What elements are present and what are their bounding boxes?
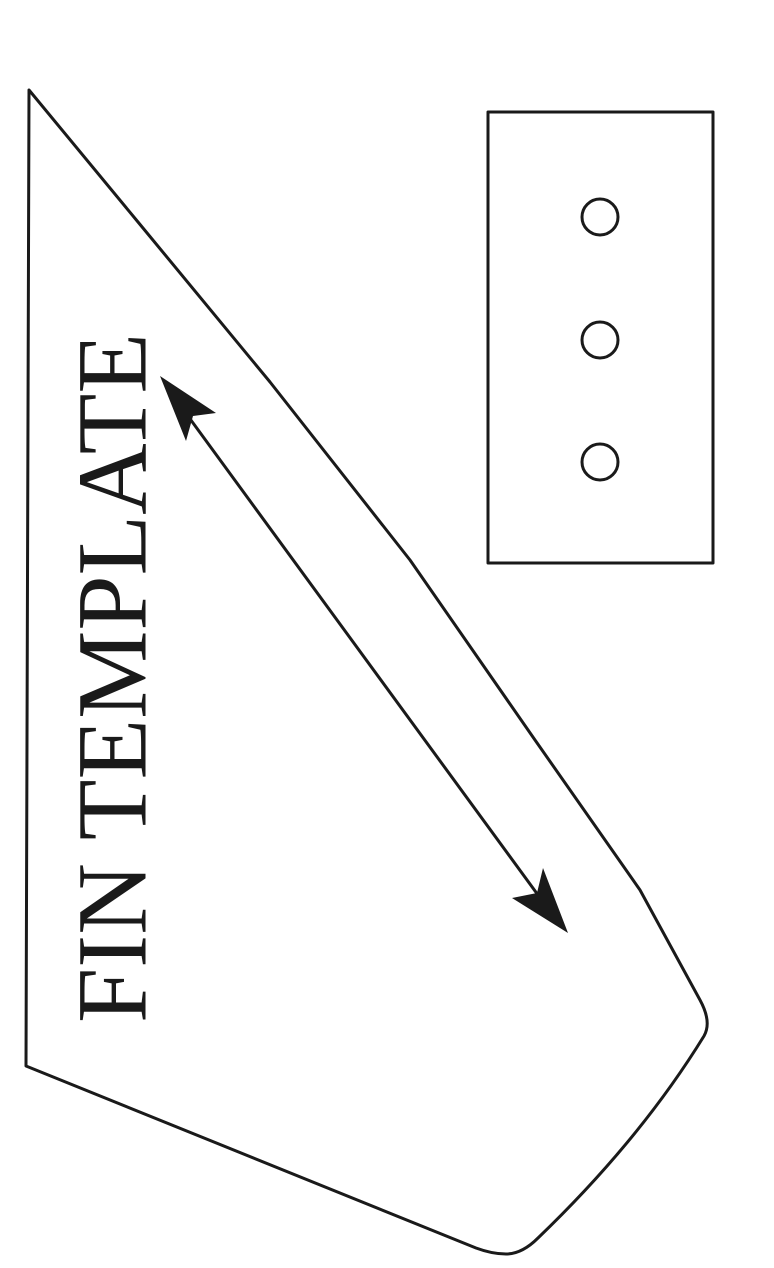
mounting-tab-rectangle xyxy=(486,110,715,565)
hole-group xyxy=(580,197,620,482)
arrow-head-top xyxy=(160,376,216,441)
hole-marker-3 xyxy=(580,442,620,482)
hole-marker-2 xyxy=(580,320,620,360)
grain-direction-arrow xyxy=(160,376,568,933)
arrow-head-bottom xyxy=(512,868,568,933)
arrow-shaft xyxy=(183,411,540,896)
fin-outline xyxy=(24,88,709,1256)
hole-marker-1 xyxy=(580,197,620,237)
diagram-title: FIN TEMPLATE xyxy=(57,333,168,1023)
